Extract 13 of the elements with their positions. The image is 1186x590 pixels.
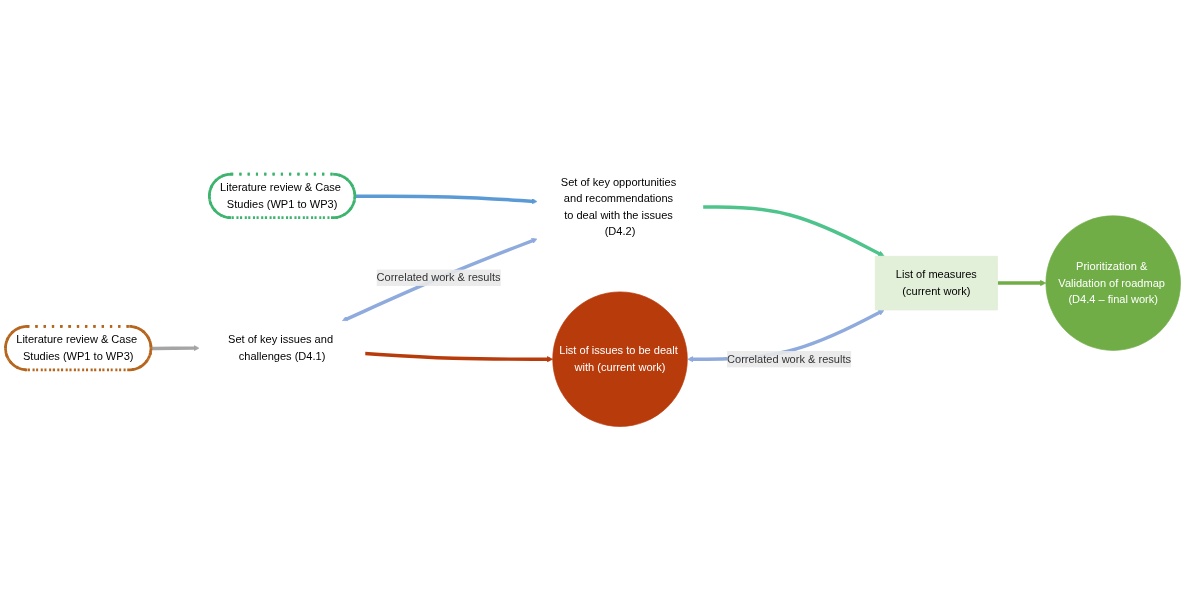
edge-label: Correlated work & results bbox=[727, 352, 851, 365]
node-circle: List of issues to be dealt with (current work) bbox=[552, 291, 688, 427]
node-box: List of measures (current work) bbox=[874, 255, 998, 311]
node-text: Set of key opportunities and recommendations to deal with the issues (D4.2) bbox=[560, 175, 677, 238]
arrow bbox=[355, 194, 538, 205]
arrow bbox=[702, 205, 885, 257]
edge-label: Correlated work & results bbox=[376, 271, 501, 284]
arrow bbox=[151, 345, 200, 352]
node-circle: Prioritization & Validation of roadmap (D4.4 – final work) bbox=[1045, 215, 1181, 351]
arrow bbox=[341, 238, 538, 322]
arrow bbox=[997, 280, 1047, 287]
node-text: Set of key issues and challenges (D4.1) bbox=[228, 333, 334, 362]
arrow bbox=[364, 351, 553, 363]
